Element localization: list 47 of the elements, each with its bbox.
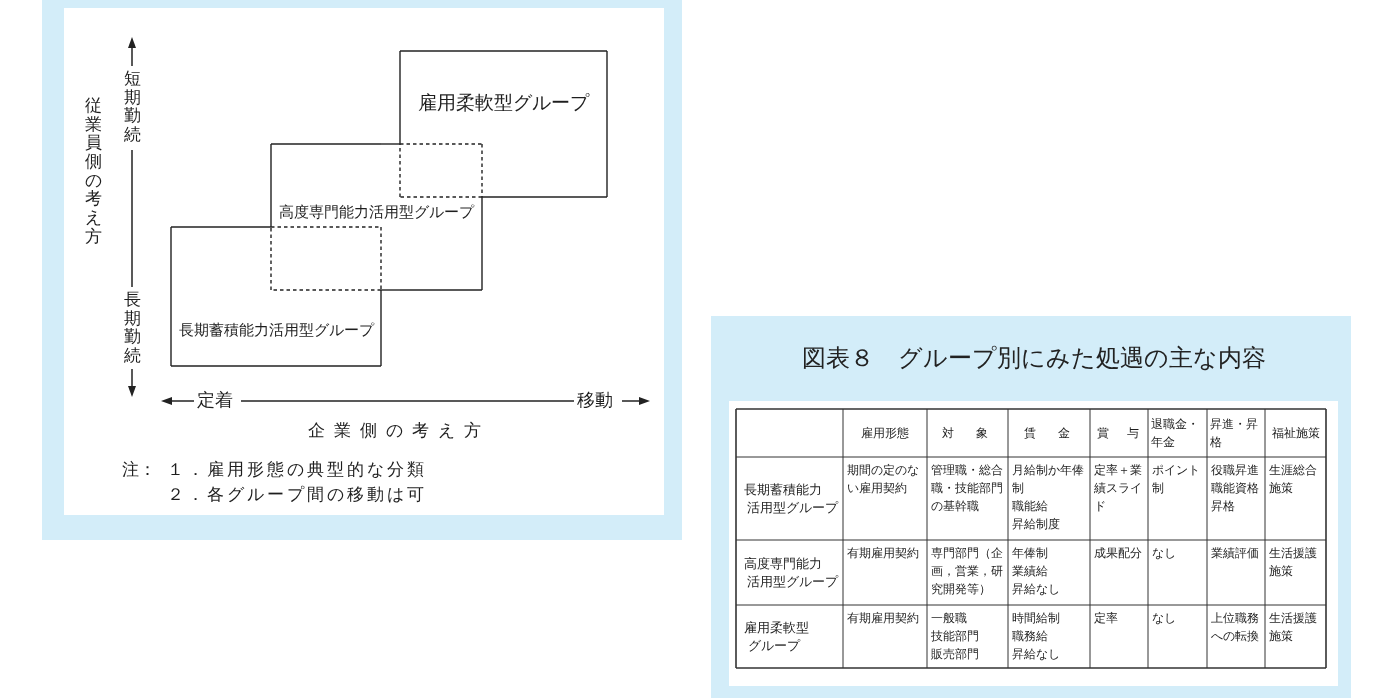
column-heading: 雇用形態: [861, 425, 909, 442]
table-entry: 一般職技能部門販売部門: [931, 610, 980, 663]
group-box: [271, 144, 482, 290]
group-box: [400, 51, 607, 197]
group-label: 長期蓄積能力活用型グループ: [178, 322, 374, 340]
axis-title: 従業員側の考え方: [85, 96, 102, 246]
table-entry: なし: [1152, 610, 1177, 627]
table-entry: 定率: [1094, 610, 1119, 627]
column-heading: 昇進・昇格: [1210, 416, 1259, 451]
table-entry: 生涯総合施策: [1269, 462, 1318, 497]
axis-label: 移動: [577, 390, 613, 410]
column-heading: 賃 金: [1023, 425, 1075, 442]
table-entry: 生活援護施策: [1269, 610, 1318, 645]
table-entry: 上位職務への転換: [1211, 610, 1260, 645]
note-text: 注：: [122, 460, 156, 479]
row-heading: 高度専門能力活用型グループ: [744, 554, 838, 591]
row-heading: 雇用柔軟型グループ: [744, 618, 810, 655]
axis-title: 企業側の考え方: [308, 421, 490, 440]
axis-label: 短期勤続: [123, 69, 141, 144]
table-entry: なし: [1152, 545, 1177, 562]
group-label: 雇用柔軟型グループ: [418, 91, 589, 114]
note-text: ２．各グループ間の移動は可: [167, 485, 427, 504]
table-entry: 期間の定のない雇用契約: [847, 462, 920, 497]
group-label: 高度専門能力活用型グループ: [279, 204, 474, 222]
table-entry: 役職昇進職能資格昇格: [1211, 462, 1260, 515]
column-heading: 賞 与: [1096, 425, 1142, 442]
axis-label: 長期勤続: [123, 290, 141, 365]
table-entry: 有期雇用契約: [847, 610, 920, 627]
table-entry: 専門部門（企画，営業，研究開発等）: [931, 545, 1004, 598]
table-entry: 有期雇用契約: [847, 545, 920, 562]
table-entry: 定率＋業績スライド: [1094, 462, 1143, 515]
table-entry: 成果配分: [1094, 545, 1143, 562]
table-entry: 年俸制業績給昇給なし: [1012, 545, 1061, 598]
table-entry: ポイント制: [1152, 462, 1201, 497]
column-heading: 対 象: [942, 425, 993, 442]
row-heading: 長期蓄積能力活用型グループ: [744, 480, 838, 517]
note-text: １．雇用形態の典型的な分類: [167, 460, 427, 479]
axis-label: 定着: [197, 390, 233, 410]
column-heading: 福祉施策: [1271, 425, 1320, 442]
column-heading: 退職金・年金: [1151, 416, 1200, 451]
group-box: [171, 227, 381, 366]
table-entry: 生活援護施策: [1269, 545, 1318, 580]
table-entry: 時間給制職務給昇給なし: [1012, 610, 1061, 663]
table-title: 図表８ グループ別にみた処遇の主な内容: [802, 344, 1266, 373]
table-entry: 管理職・総合職・技能部門の基幹職: [931, 462, 1004, 515]
table-entry: 月給制か年俸制職能給昇給制度: [1012, 462, 1085, 533]
table-entry: 業績評価: [1211, 545, 1260, 562]
